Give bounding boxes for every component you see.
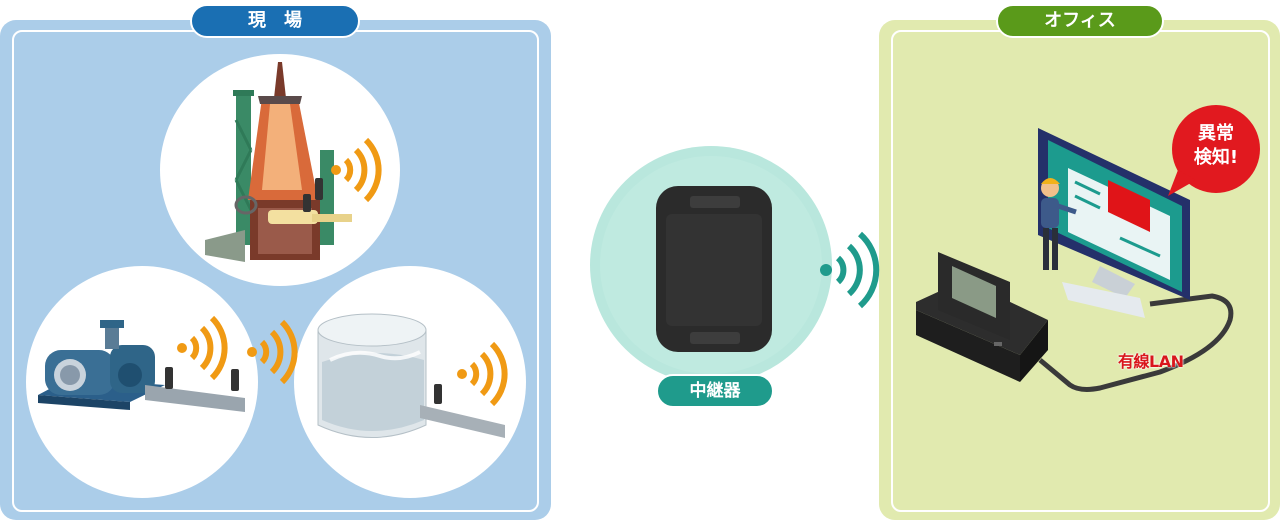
repeater-signal-icon <box>820 234 876 306</box>
repeater-device-icon <box>656 186 772 352</box>
receiver-device-icon <box>916 252 1048 382</box>
signal-icon-tank <box>457 344 505 404</box>
alert-text-line2: 検知! <box>1172 147 1260 169</box>
signal-icon-relay <box>247 322 295 382</box>
signal-icon-pump <box>177 318 225 378</box>
alert-text-line1: 異常 <box>1172 123 1260 145</box>
blast-furnace-icon <box>205 62 352 262</box>
repeater-label: 中継器 <box>656 374 774 408</box>
signal-icon-furnace <box>331 140 379 200</box>
monitor-icon <box>1038 128 1190 318</box>
lan-label: 有線LAN <box>1118 348 1183 372</box>
pump-icon <box>38 320 245 412</box>
